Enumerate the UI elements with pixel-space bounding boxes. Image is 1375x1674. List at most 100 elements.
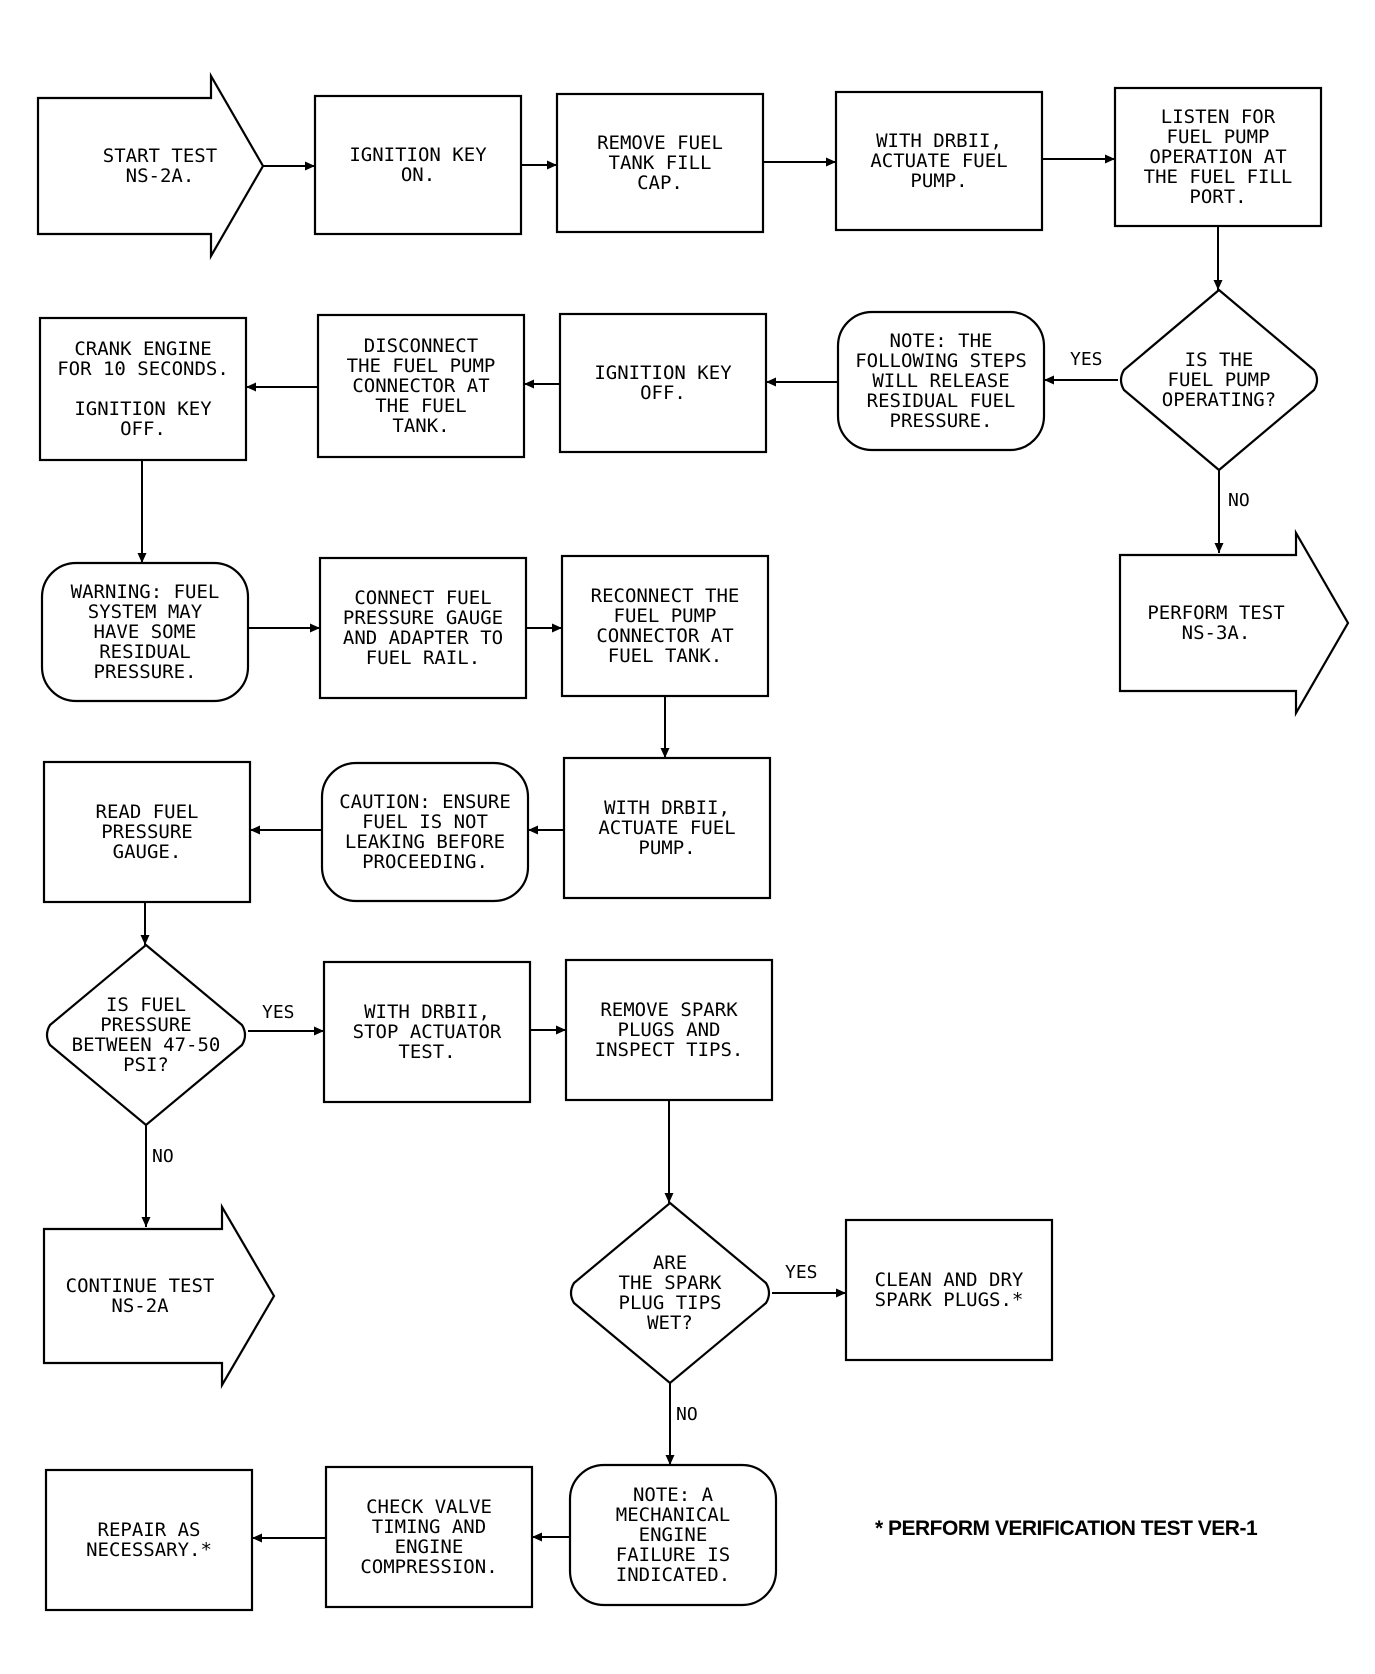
edge-pump-operating-to-note-release: YES (1044, 349, 1118, 385)
node-text-line: PUMP. (638, 837, 695, 859)
node-shape (42, 760, 252, 904)
node-text-line: PUMP. (910, 170, 967, 192)
node-text-line: PORT. (1189, 186, 1246, 208)
arrowhead (664, 1193, 674, 1203)
node-shape (560, 554, 770, 698)
node-text-line: FUEL TANK. (608, 645, 722, 667)
edge-pressure-between-to-stop-actuator: YES (248, 1002, 324, 1036)
node-text-line: REPAIR AS (98, 1519, 201, 1541)
node-text-line: PRESSURE GAUGE (343, 607, 503, 629)
node-text-line: CONTINUE TEST (66, 1275, 215, 1297)
arrowhead (310, 623, 320, 633)
node-text-line: PROCEEDING. (362, 851, 488, 873)
node-text-line: FUEL RAIL. (366, 647, 480, 669)
edge-ignition-off-to-disconnect-connector (524, 379, 560, 389)
node-text-line: FUEL PUMP (614, 605, 717, 627)
node-text-line: PRESSURE (100, 1014, 192, 1036)
node-text-line: IS THE (1185, 349, 1254, 371)
arrowhead (137, 553, 147, 563)
node-text-line: INDICATED. (616, 1564, 730, 1586)
arrowhead (1214, 543, 1224, 553)
node-text-line: SYSTEM MAY (88, 601, 203, 623)
node-shape (844, 1218, 1054, 1362)
arrowhead (528, 825, 538, 835)
node-text-line: OPERATION AT (1149, 146, 1286, 168)
node-shape (568, 1463, 778, 1607)
node-text-line: STOP ACTUATOR (353, 1021, 502, 1043)
node-text-line: MECHANICAL (616, 1504, 730, 1526)
node-shape (45, 943, 247, 1127)
node-text-line: SPARK PLUGS.* (875, 1289, 1024, 1311)
arrowhead (250, 825, 260, 835)
arrowhead (556, 1025, 566, 1035)
node-shape (324, 1465, 534, 1609)
node-text-line: IGNITION KEY (594, 362, 732, 384)
node-text-line: TANK FILL (609, 152, 712, 174)
node-text-line: THE SPARK (619, 1272, 723, 1294)
node-text-line: WILL RELEASE (872, 370, 1009, 392)
node-text-line: READ FUEL (96, 801, 199, 823)
node-shape (1119, 288, 1319, 472)
arrowhead (836, 1288, 846, 1298)
edge-tips-wet-to-clean-plugs: YES (772, 1262, 846, 1298)
node-text-line: CAUTION: ENSURE (339, 791, 511, 813)
node-shape (1118, 528, 1350, 718)
arrowhead (305, 161, 315, 171)
node-text-line: REMOVE SPARK (600, 999, 738, 1021)
node-text-line: OFF. (640, 382, 686, 404)
node-text-line: NOTE: A (633, 1484, 714, 1506)
node-text-line: IGNITION KEY (74, 398, 212, 420)
node-text-line: THE FUEL FILL (1144, 166, 1293, 188)
edge-label-yes: YES (262, 1002, 295, 1023)
arrowhead (665, 1455, 675, 1465)
edge-note-mechanical-to-check-valve (532, 1532, 570, 1542)
node-text-line: NS-2A. (126, 165, 195, 187)
node-text-line: GAUGE. (113, 841, 182, 863)
node-text-line: FOLLOWING STEPS (855, 350, 1027, 372)
node-text-line: RESIDUAL FUEL (867, 390, 1016, 412)
node-text-line: THE FUEL (375, 395, 467, 417)
node-text-line: WITH DRBII, (604, 797, 730, 819)
node-text-line: LEAKING BEFORE (345, 831, 505, 853)
node-text-line: CLEAN AND DRY (875, 1269, 1024, 1291)
node-text-line: ARE (653, 1252, 687, 1274)
node-shape (316, 313, 526, 459)
arrowhead (660, 748, 670, 758)
node-text-line: NS-3A. (1182, 622, 1251, 644)
node-text-line: ACTUATE FUEL (870, 150, 1007, 172)
arrowhead (1044, 375, 1054, 385)
arrowhead (532, 1532, 542, 1542)
node-text-line: CHECK VALVE (366, 1496, 492, 1518)
node-shape (38, 316, 248, 462)
node-text-line: NOTE: THE (890, 330, 993, 352)
node-text-line: WITH DRBII, (364, 1001, 490, 1023)
edge-stop-actuator-to-remove-plugs (530, 1025, 566, 1035)
edge-remove-cap-to-actuate-pump-1 (763, 157, 836, 167)
edge-label-yes: YES (1070, 349, 1103, 370)
edge-disconnect-connector-to-crank-engine (246, 382, 318, 392)
node-text-line: WET? (647, 1312, 693, 1334)
node-text-line: CAP. (637, 172, 683, 194)
node-text-line: ACTUATE FUEL (598, 817, 735, 839)
node-shape (318, 556, 528, 700)
arrowhead (547, 160, 557, 170)
node-text-line: CONNECTOR AT (596, 625, 733, 647)
